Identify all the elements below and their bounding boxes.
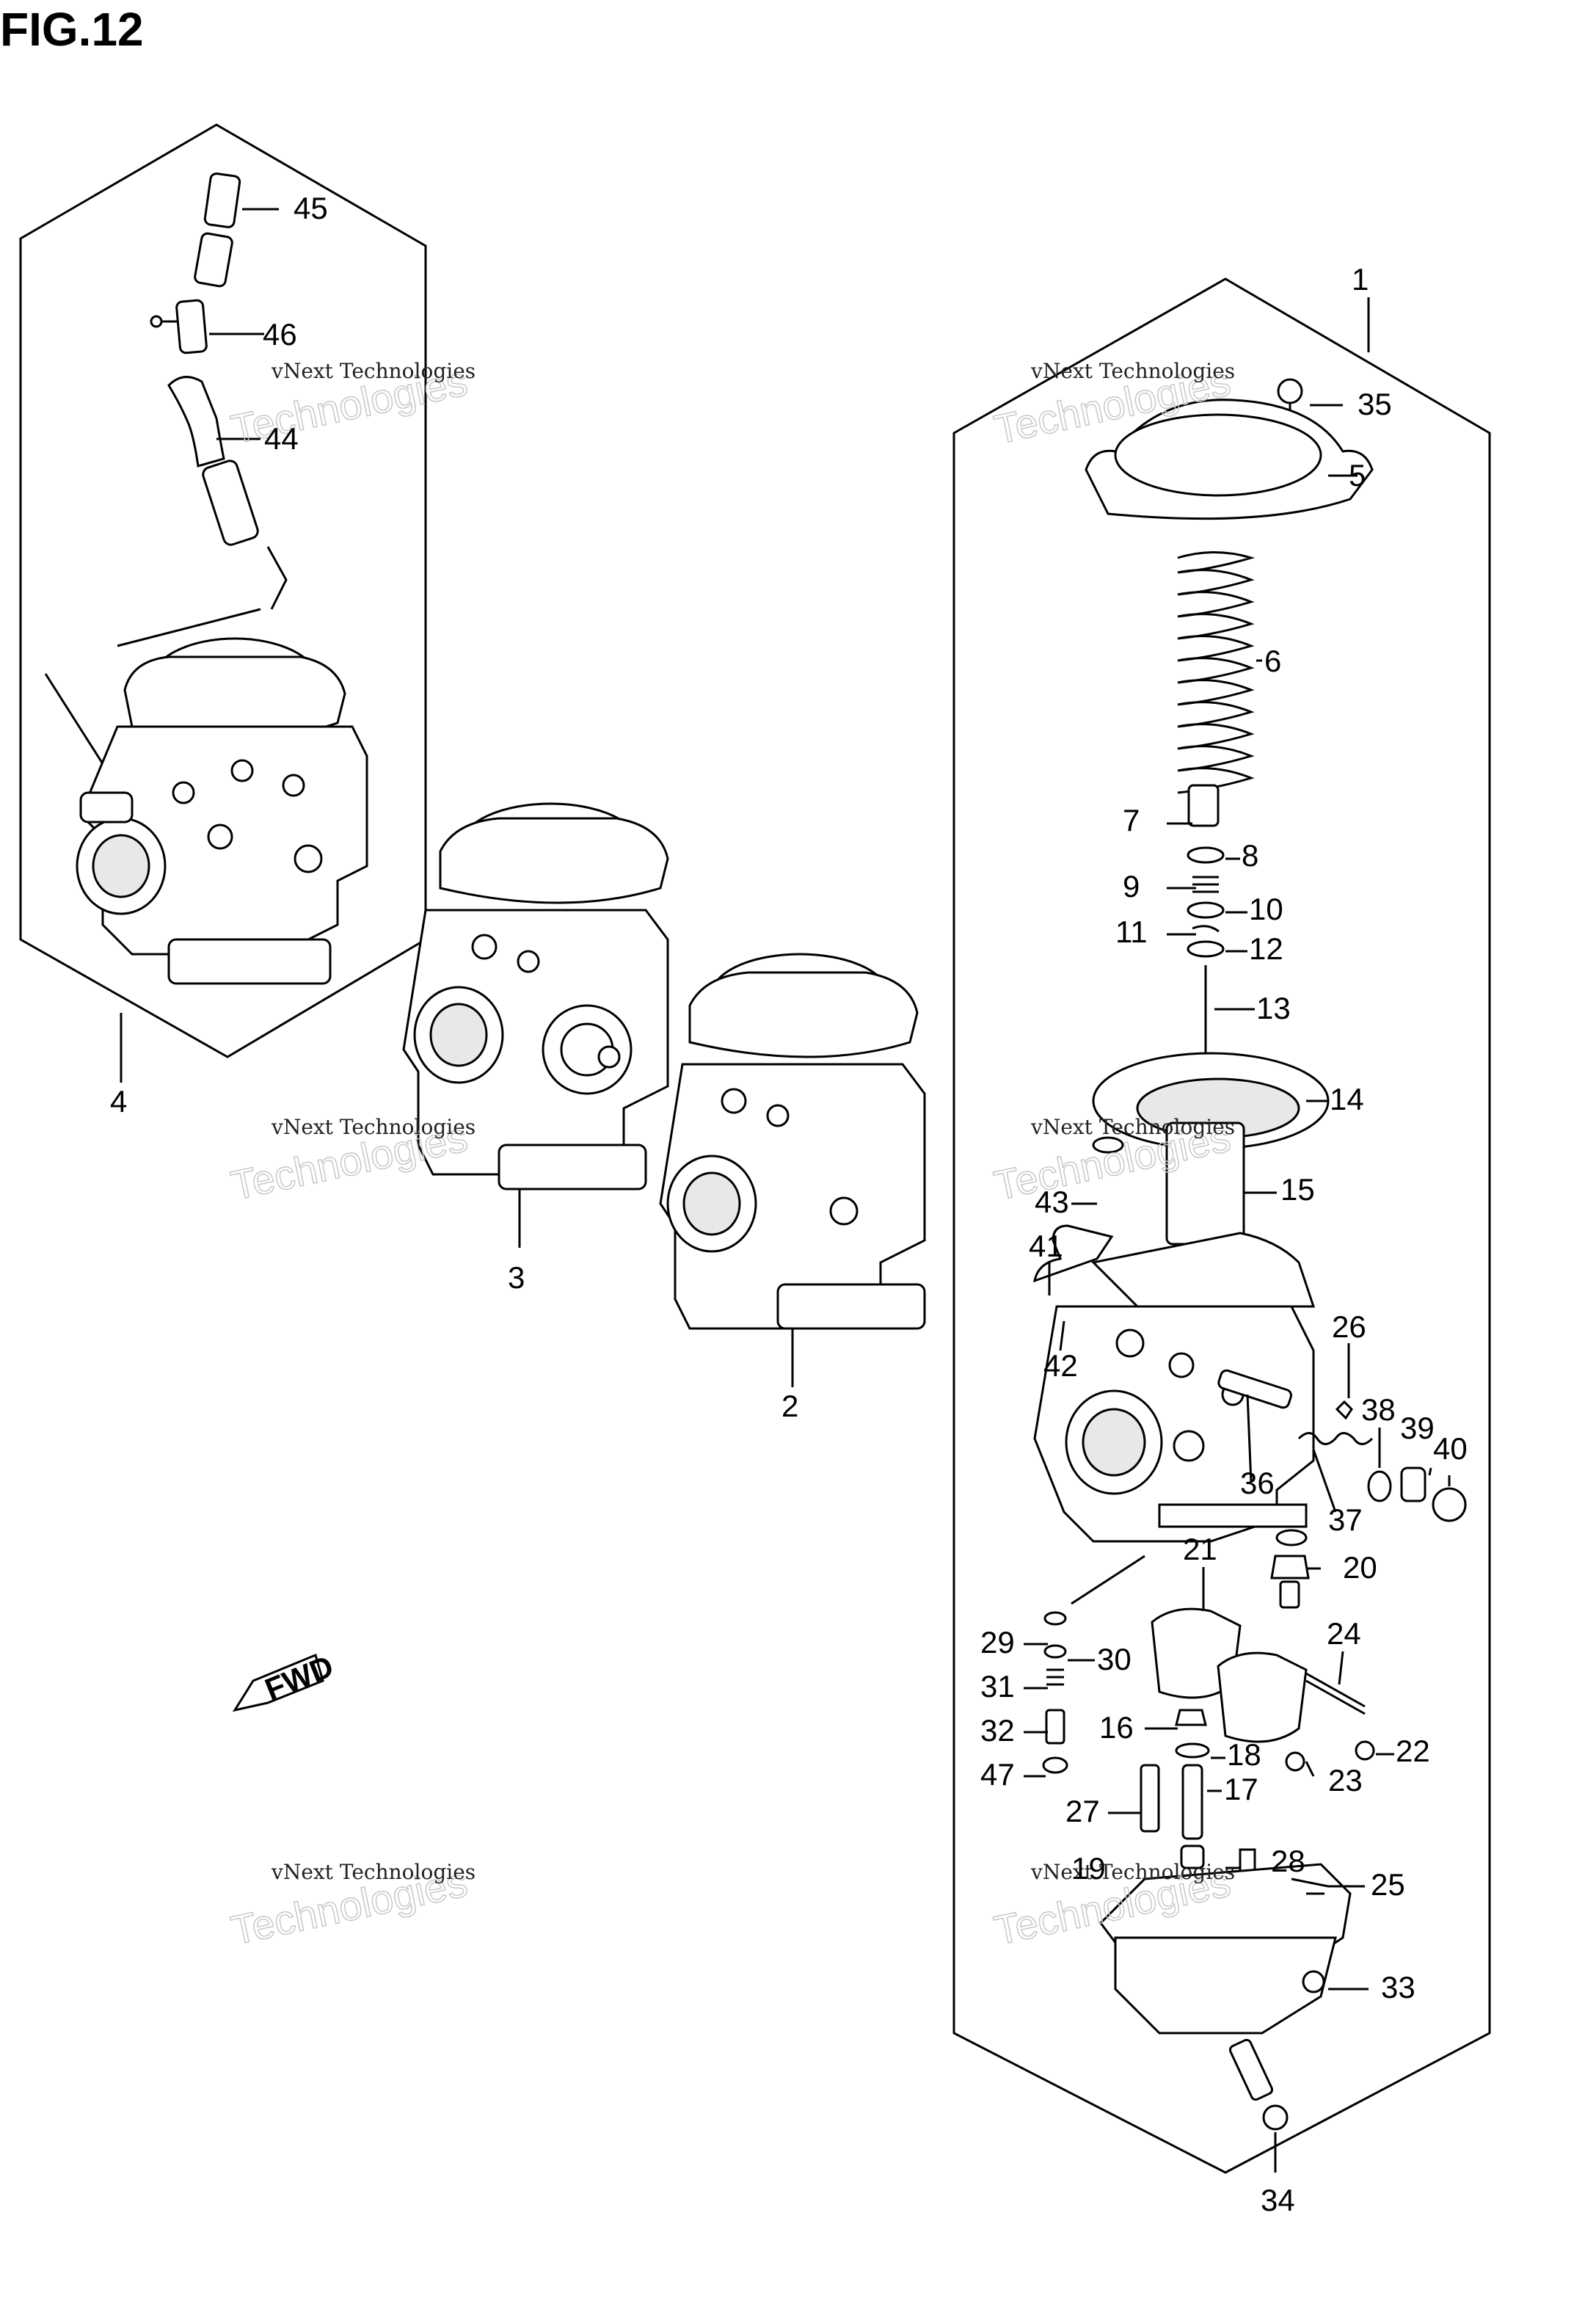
callout-15: 15 (1280, 1172, 1315, 1207)
carburetor-body-1 (1033, 1136, 1316, 1605)
carburetor-3 (402, 802, 669, 1248)
callout-27: 27 (1065, 1794, 1100, 1828)
callout-36: 36 (1240, 1466, 1275, 1500)
callout-22: 22 (1396, 1734, 1430, 1768)
leader-lines (209, 208, 1451, 1991)
callout-26: 26 (1332, 1309, 1366, 1344)
watermark-8: vNext Technologies (1030, 1115, 1235, 1139)
callout-43: 43 (1035, 1185, 1069, 1219)
pilot-screw-parts (1297, 1400, 1467, 1522)
callout-34: 34 (1261, 2183, 1295, 2217)
callout-10: 10 (1249, 892, 1283, 926)
callout-8: 8 (1242, 838, 1258, 873)
callout-41: 41 (1029, 1229, 1063, 1263)
fwd-label: FWD (260, 1648, 338, 1706)
figure-title: FIG.12 (0, 3, 144, 56)
callout-35: 35 (1358, 387, 1392, 421)
callout-29: 29 (980, 1625, 1015, 1660)
callout-30: 30 (1097, 1642, 1132, 1676)
callout-2: 2 (781, 1389, 798, 1423)
callout-21: 21 (1183, 1532, 1217, 1566)
callout-13: 13 (1256, 991, 1291, 1025)
needle-parts (1187, 784, 1225, 1101)
callout-44: 44 (264, 421, 299, 456)
carburetor-2 (659, 953, 926, 1387)
callout-9: 9 (1123, 869, 1140, 904)
callout-38: 38 (1361, 1392, 1396, 1427)
watermark-12: vNext Technologies (1030, 1860, 1235, 1884)
callout-17: 17 (1224, 1772, 1258, 1806)
carburetor-4 (44, 637, 368, 1083)
fwd-arrow-icon: FWD (232, 1648, 338, 1712)
callout-40: 40 (1433, 1431, 1468, 1466)
watermark-10: vNext Technologies (271, 1860, 475, 1884)
spring-6 (1177, 551, 1256, 794)
hose-fitting-group (117, 172, 288, 647)
callout-5: 5 (1349, 458, 1366, 492)
callout-28: 28 (1271, 1844, 1305, 1878)
callout-11: 11 (1115, 915, 1148, 949)
callout-14: 14 (1330, 1082, 1364, 1116)
callout-16: 16 (1099, 1710, 1134, 1745)
callout-33: 33 (1381, 1970, 1415, 2004)
callout-45: 45 (294, 191, 328, 225)
float-bowl-25 (1099, 1863, 1352, 2173)
callout-24: 24 (1327, 1616, 1361, 1651)
assembly-box-right (952, 277, 1491, 2174)
callout-3: 3 (508, 1260, 525, 1295)
callout-31: 31 (980, 1669, 1015, 1704)
callout-32: 32 (980, 1713, 1015, 1748)
callout-6: 6 (1264, 644, 1281, 678)
callout-18: 18 (1227, 1737, 1261, 1772)
watermark-6: vNext Technologies (271, 1115, 475, 1139)
watermark-2: vNext Technologies (271, 359, 475, 383)
diaphragm-14 (1092, 1052, 1330, 1246)
callout-12: 12 (1249, 931, 1283, 966)
callout-25: 25 (1371, 1867, 1405, 1902)
callout-47: 47 (980, 1757, 1015, 1792)
float-parts (1151, 1529, 1366, 1743)
callout-1: 1 (1352, 262, 1369, 297)
callout-37: 37 (1328, 1502, 1363, 1537)
callout-39: 39 (1400, 1411, 1435, 1445)
callout-19: 19 (1071, 1851, 1106, 1886)
callout-7: 7 (1123, 803, 1140, 837)
callout-46: 46 (263, 317, 297, 352)
callout-4: 4 (110, 1084, 127, 1119)
top-cap-5 (1085, 378, 1374, 520)
watermark-4: vNext Technologies (1030, 359, 1235, 383)
callout-42: 42 (1043, 1348, 1078, 1383)
callout-20: 20 (1343, 1550, 1377, 1585)
jet-parts (1042, 1611, 1375, 1877)
callout-23: 23 (1328, 1763, 1363, 1797)
